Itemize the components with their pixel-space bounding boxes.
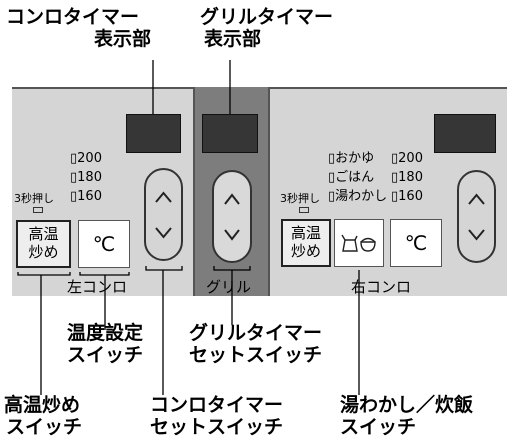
high-temp-switch-callout: 高温炒め スイッチ bbox=[4, 394, 83, 438]
chevron-down-icon bbox=[224, 229, 240, 241]
right-hold-indicator bbox=[299, 207, 309, 213]
right-temp-levels: ▯200 ▯180 ▯160 bbox=[391, 151, 423, 204]
chevron-down-icon bbox=[155, 227, 172, 239]
grill-timer-display-callout: グリルタイマー 表示部 bbox=[200, 6, 334, 50]
grill-label: グリル bbox=[206, 278, 252, 296]
right-high-temp-button[interactable]: 高温 炒め bbox=[281, 219, 331, 267]
right-mode-labels: ▯おかゆ ▯ごはん ▯湯わかし bbox=[328, 151, 388, 204]
kettle-rice-button[interactable] bbox=[334, 219, 384, 267]
grill-timer-arrow-button[interactable] bbox=[212, 170, 252, 263]
left-temp-levels: ▯200 ▯180 ▯160 bbox=[70, 151, 102, 204]
left-high-temp-button[interactable]: 高温 炒め bbox=[16, 220, 71, 268]
grill-timer-set-callout: グリルタイマー セットスイッチ bbox=[189, 322, 323, 366]
right-timer-arrow-button[interactable] bbox=[457, 170, 496, 263]
right-timer-display bbox=[434, 114, 496, 153]
chevron-up-icon bbox=[155, 191, 172, 203]
left-timer-arrow-button[interactable] bbox=[144, 168, 183, 261]
chevron-up-icon bbox=[224, 193, 240, 205]
stove-timer-set-callout: コンロタイマー セットスイッチ bbox=[150, 394, 284, 438]
temp-switch-callout: 温度設定 スイッチ bbox=[67, 322, 144, 366]
right-hold-label: 3秒押し bbox=[280, 192, 320, 205]
left-burner-label: 左コンロ bbox=[67, 278, 128, 296]
left-hold-label: 3秒押し bbox=[14, 192, 54, 205]
chevron-down-icon bbox=[468, 229, 485, 241]
stove-timer-display-callout: コンロタイマー 表示部 bbox=[6, 6, 152, 50]
grill-timer-display bbox=[202, 114, 258, 153]
left-temp-button[interactable]: ℃ bbox=[78, 220, 130, 268]
left-hold-indicator bbox=[33, 207, 43, 213]
kettle-rice-icon bbox=[341, 234, 376, 252]
left-timer-display bbox=[126, 114, 181, 153]
chevron-up-icon bbox=[468, 193, 485, 205]
right-burner-label: 右コンロ bbox=[351, 278, 412, 296]
right-temp-button[interactable]: ℃ bbox=[390, 219, 442, 267]
boil-rice-switch-callout: 湯わかし／炊飯 スイッチ bbox=[340, 394, 474, 438]
